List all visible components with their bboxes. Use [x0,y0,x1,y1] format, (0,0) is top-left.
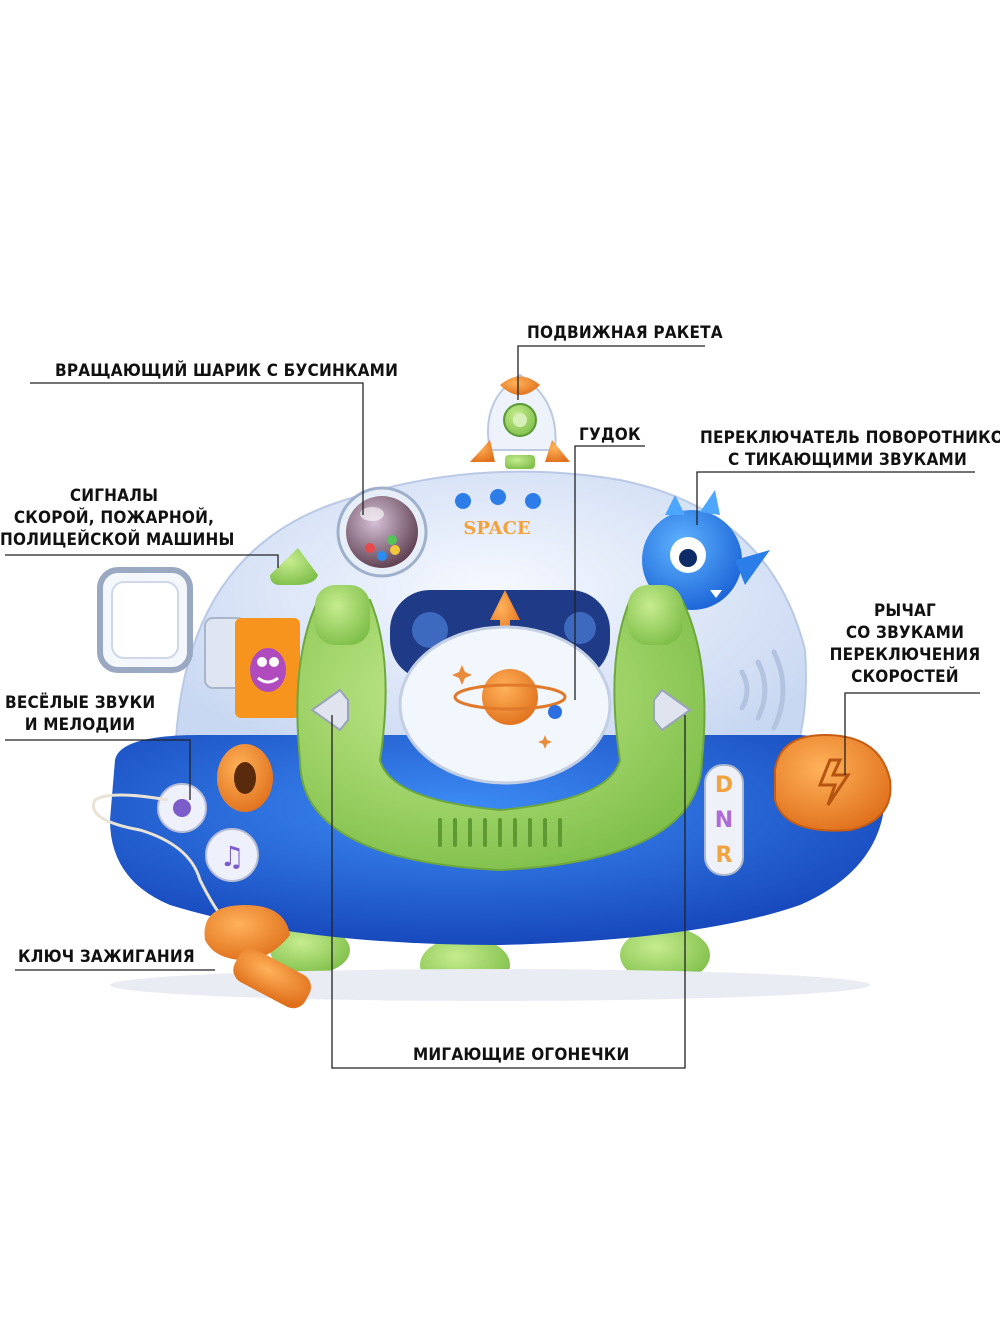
horn-button [398,625,612,785]
label-gear-lever-line3: ПЕРЕКЛЮЧЕНИЯ [829,645,981,665]
gear-lever [774,733,892,832]
svg-text:♫: ♫ [219,840,244,873]
steering-wheel [296,585,706,872]
label-sounds-line1: ВЕСЁЛЫЕ ЗВУКИ [5,693,156,713]
gear-selector [704,764,744,876]
label-gear-lever-line4: СКОРОСТЕЙ [851,667,959,687]
leader-lines [5,345,980,1069]
label-sirens: СИГНАЛЫ СКОРОЙ, ПОЖАРНОЙ, ПОЛИЦЕЙСКОЙ МА… [0,485,235,551]
ignition-key [204,905,311,1009]
label-rocket: ПОДВИЖНАЯ РАКЕТА [527,323,723,343]
label-sirens-line2: СКОРОЙ, ПОЖАРНОЙ, [13,508,215,528]
label-turn-signal-line1: ПЕРЕКЛЮЧАТЕЛЬ ПОВОРОТНИКОВ [700,428,1000,448]
key-string [92,793,227,922]
label-bead-ball: ВРАЩАЮЩИЙ ШАРИК С БУСИНКАМИ [55,361,399,381]
panel-space-text: SPACE [463,518,531,539]
monster-sticker [235,618,300,718]
bead-ball [336,486,428,578]
label-ignition-key: КЛЮЧ ЗАЖИГАНИЯ [18,947,195,967]
label-gear-lever-line1: РЫЧАГ [874,601,936,621]
speaker-grille [739,649,786,731]
gear-letter-r: R [715,843,733,868]
gear-letter-n: N [714,808,734,833]
orange-port [217,744,273,812]
label-sounds-line2: И МЕЛОДИИ [24,715,136,735]
siren-button [270,548,318,585]
sound-buttons: ♫ [157,783,259,882]
label-sirens-line1: СИГНАЛЫ [69,486,159,506]
label-sirens-line3: ПОЛИЦЕЙСКОЙ МАШИНЫ [0,530,235,550]
rocket-toy [470,373,570,469]
label-turn-signal: ПЕРЕКЛЮЧАТЕЛЬ ПОВОРОТНИКОВ С ТИКАЮЩИМИ З… [700,427,1000,471]
label-sounds: ВЕСЁЛЫЕ ЗВУКИ И МЕЛОДИИ [5,692,155,736]
label-turn-signal-line2: С ТИКАЮЩИМИ ЗВУКАМИ [728,450,967,470]
monster-turn-signal [642,490,770,610]
gear-letter-d: D [714,773,734,798]
label-blinking-lights: МИГАЮЩИЕ ОГОНЕЧКИ [413,1045,630,1065]
label-gear-lever-line2: СО ЗВУКАМИ [845,623,965,643]
indicator-dots [455,489,541,509]
label-gear-lever: РЫЧАГ СО ЗВУКАМИ ПЕРЕКЛЮЧЕНИЯ СКОРОСТЕЙ [820,600,990,688]
label-horn: ГУДОК [579,425,641,445]
